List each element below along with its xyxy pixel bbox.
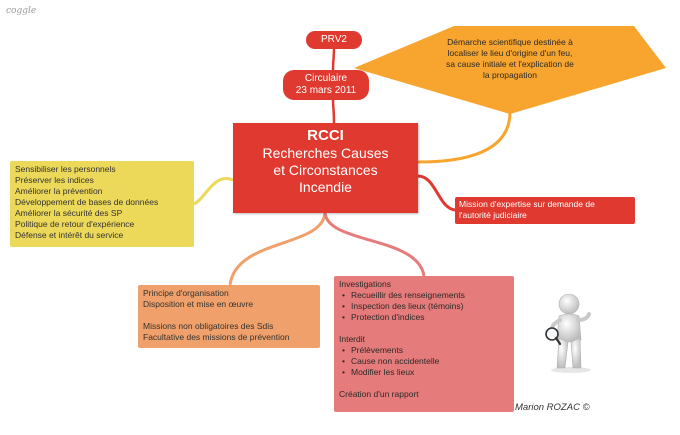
principe-line-2: Disposition et mise en œuvre: [143, 299, 254, 309]
connector-objectifs: [193, 177, 234, 206]
coggle-logo: coggle: [6, 6, 37, 16]
node-demarche-text: Démarche scientifique destinée à localis…: [410, 37, 610, 81]
principe-line-1: Principe d'organisation: [143, 288, 229, 298]
mission-line-2: l'autorité judiciaire: [459, 210, 527, 220]
demarche-line-4: la propagation: [483, 70, 537, 80]
node-demarche-shape[interactable]: [354, 24, 666, 116]
connector-prv2: [331, 48, 336, 124]
node-objectifs[interactable]: Sensibiliser les personnels Préserver le…: [10, 161, 194, 247]
investigation-item: Recueillir des renseignements: [339, 290, 509, 301]
objectif-item: Améliorer la sécurité des SP: [15, 208, 123, 218]
interdit-item: Cause non accidentelle: [339, 356, 509, 367]
central-title: RCCI: [307, 127, 344, 144]
objectif-item: Préserver les indices: [15, 175, 94, 185]
investigation-item: Inspection des lieux (témoins): [339, 301, 509, 312]
objectif-item: Sensibiliser les personnels: [15, 164, 116, 174]
connector-principe: [228, 212, 327, 286]
spacer: [143, 310, 315, 321]
node-central-rcci[interactable]: RCCI Recherches Causes et Circonstances …: [233, 123, 418, 213]
demarche-line-2: localiser le lieu d'origine d'un feu,: [447, 48, 573, 58]
demarche-line-1: Démarche scientifique destinée à: [447, 37, 573, 47]
objectif-item: Améliorer la prévention: [15, 186, 103, 196]
objectif-item: Défense et intérêt du service: [15, 230, 124, 240]
circulaire-line-2: 23 mars 2011: [295, 85, 357, 96]
objectif-item: Politique de retour d'expérience: [15, 219, 135, 229]
connector-demarche: [417, 111, 512, 164]
investigations-title: Investigations: [339, 279, 391, 289]
node-principe[interactable]: Principe d'organisation Disposition et m…: [138, 285, 320, 348]
principe-line-4: Facultative des missions de prévention: [143, 332, 290, 342]
investigations-footer: Création d'un rapport: [339, 389, 419, 399]
spacer: [339, 323, 509, 334]
mission-line-1: Mission d'expertise sur demande de: [459, 199, 595, 209]
central-line-2: Recherches Causes: [262, 145, 389, 161]
node-investigations[interactable]: Investigations Recueillir des renseignem…: [334, 276, 514, 412]
central-line-4: Incendie: [299, 179, 352, 195]
investigation-item: Protection d'indices: [339, 312, 509, 323]
node-circulaire[interactable]: Circulaire 23 mars 2011: [283, 70, 369, 100]
author-credit: Marion ROZAC ©: [515, 402, 590, 413]
person-magnifier-icon: [545, 293, 591, 373]
central-line-3: et Circonstances: [273, 162, 378, 178]
node-prv2[interactable]: PRV2: [306, 31, 362, 49]
demarche-line-3: sa cause initiale et l'explication de: [446, 59, 574, 69]
interdit-title: Interdit: [339, 334, 365, 344]
interdit-item: Prélèvements: [339, 345, 509, 356]
spacer: [339, 378, 509, 389]
circulaire-line-1: Circulaire: [304, 73, 348, 84]
objectif-item: Développement de bases de données: [15, 197, 159, 207]
connector-investigations: [323, 212, 426, 277]
interdit-item: Modifier les lieux: [339, 367, 509, 378]
principe-line-3: Missions non obligatoires des Sdis: [143, 321, 274, 331]
node-mission[interactable]: Mission d'expertise sur demande de l'aut…: [455, 197, 635, 224]
connector-mission: [417, 174, 456, 212]
